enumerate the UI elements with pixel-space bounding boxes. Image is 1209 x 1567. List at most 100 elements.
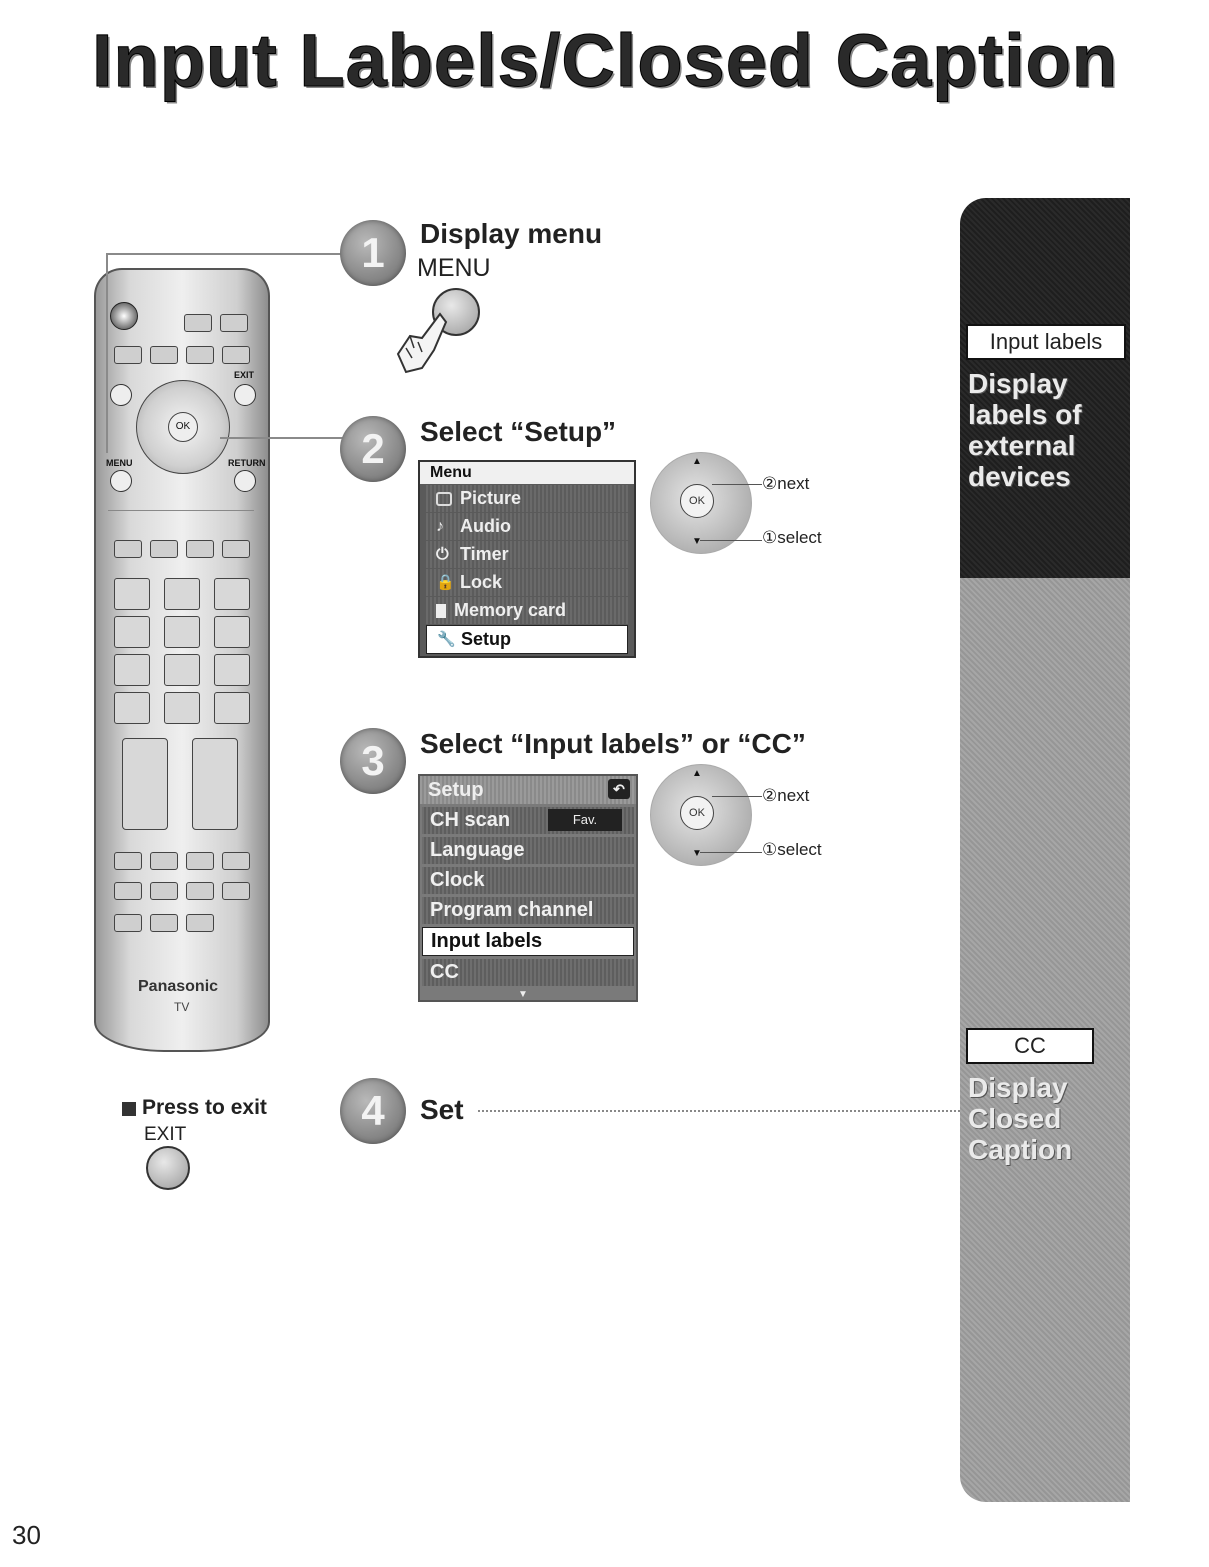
sidebar-cc-desc-1: Display bbox=[968, 1072, 1068, 1103]
setup-item-label: CH scan bbox=[430, 809, 511, 831]
remote-function-button bbox=[186, 852, 214, 870]
setup-wrench-icon: 🔧 bbox=[437, 630, 456, 648]
remote-function-button bbox=[114, 914, 142, 932]
remote-function-button bbox=[150, 852, 178, 870]
remote-input-button bbox=[150, 346, 178, 364]
sidebar-cc-panel: CC Display Closed Caption bbox=[960, 578, 1130, 1502]
remote-number-key bbox=[214, 692, 250, 724]
menu-item-label: Timer bbox=[460, 544, 509, 564]
exit-button-illustration bbox=[146, 1146, 190, 1190]
remote-exit-button bbox=[234, 384, 256, 406]
menu-item-setup: 🔧 Setup bbox=[426, 625, 628, 654]
sidebar-cc-tag: CC bbox=[966, 1028, 1094, 1064]
remote-color-button bbox=[222, 540, 250, 558]
sidebar-input-labels-panel: Input labels Display labels of external … bbox=[960, 198, 1130, 578]
lock-icon: 🔒 bbox=[436, 573, 455, 591]
remote-channel-rocker bbox=[192, 738, 238, 830]
memory-card-icon bbox=[436, 603, 446, 618]
remote-number-key bbox=[114, 692, 150, 724]
sidebar-cc-desc-3: Caption bbox=[968, 1134, 1073, 1165]
remote-number-key bbox=[214, 616, 250, 648]
step-4-heading: Set bbox=[420, 1094, 464, 1125]
step-1-menu-label: MENU bbox=[417, 254, 491, 282]
ok-select-label: ①select bbox=[762, 528, 822, 547]
ok-wheel-step-3: OK ▲ ▼ bbox=[650, 764, 752, 866]
remote-ok-button: OK bbox=[168, 412, 198, 442]
menu-item-label: Setup bbox=[461, 629, 512, 649]
step-4-leader-line bbox=[478, 1110, 960, 1112]
step-1-number: 1 bbox=[340, 220, 406, 286]
step-3-heading: Select “Input labels” or “CC” bbox=[420, 728, 806, 759]
fav-badge: Fav. bbox=[548, 809, 622, 831]
menu-item-timer: ⏻ Timer bbox=[426, 541, 628, 568]
menu-item-label: Memory card bbox=[454, 600, 567, 620]
sidebar-input-labels-tag: Input labels bbox=[966, 324, 1126, 360]
leader-line-menu bbox=[108, 253, 344, 255]
menu-item-label: Lock bbox=[460, 572, 503, 592]
remote-number-key bbox=[164, 692, 200, 724]
setup-item-clock: Clock bbox=[422, 867, 634, 894]
power-button bbox=[110, 302, 138, 330]
music-note-icon: ♪ bbox=[436, 517, 444, 535]
select-leader bbox=[700, 852, 762, 853]
setup-item-label: Clock bbox=[430, 869, 485, 891]
ok-button-icon: OK bbox=[680, 796, 714, 830]
remote-return-button bbox=[234, 470, 256, 492]
menu-screen: Menu Picture ♪ Audio ⏻ Timer 🔒 Lock Memo… bbox=[418, 460, 636, 658]
next-leader bbox=[712, 796, 762, 797]
return-icon: ↶ bbox=[608, 779, 630, 799]
down-arrow-icon: ▼ bbox=[692, 536, 702, 547]
remote-color-button bbox=[150, 540, 178, 558]
remote-input-button bbox=[186, 346, 214, 364]
menu-item-memory-card: Memory card bbox=[426, 597, 628, 624]
setup-screen: Setup ↶ CH scan Fav. Language Clock Prog… bbox=[418, 774, 638, 1002]
remote-side-button bbox=[110, 384, 132, 406]
step-4-number: 4 bbox=[340, 1078, 406, 1144]
ok-button-icon: OK bbox=[680, 484, 714, 518]
remote-return-label: RETURN bbox=[228, 458, 266, 468]
remote-input-button bbox=[114, 346, 142, 364]
remote-top-button bbox=[220, 314, 248, 332]
leader-line-menu-vertical bbox=[106, 253, 108, 453]
ok-next-label: ②next bbox=[762, 786, 810, 805]
next-leader bbox=[712, 484, 762, 485]
sidebar-input-labels-desc-1: Display bbox=[968, 368, 1068, 399]
remote-color-button bbox=[186, 540, 214, 558]
setup-screen-title-text: Setup bbox=[428, 779, 484, 801]
menu-item-lock: 🔒 Lock bbox=[426, 569, 628, 596]
remote-function-button bbox=[150, 914, 178, 932]
remote-number-key bbox=[164, 578, 200, 610]
remote-number-key bbox=[214, 578, 250, 610]
remote-color-button bbox=[114, 540, 142, 558]
remote-number-key bbox=[214, 654, 250, 686]
pressing-finger-icon bbox=[392, 308, 452, 378]
step-2-heading: Select “Setup” bbox=[420, 416, 617, 447]
exit-note-button-label: EXIT bbox=[144, 1124, 187, 1145]
setup-item-language: Language bbox=[422, 837, 634, 864]
ok-select-label: ①select bbox=[762, 840, 822, 859]
sidebar-cc-desc-2: Closed bbox=[968, 1103, 1062, 1134]
menu-item-audio: ♪ Audio bbox=[426, 513, 628, 540]
setup-item-label: CC bbox=[430, 961, 459, 983]
menu-item-label: Picture bbox=[460, 488, 522, 508]
setup-item-program-channel: Program channel bbox=[422, 897, 634, 924]
menu-screen-title: Menu bbox=[420, 462, 634, 484]
remote-function-button bbox=[222, 852, 250, 870]
remote-volume-rocker bbox=[122, 738, 168, 830]
step-2-number: 2 bbox=[340, 416, 406, 482]
sidebar-input-labels-desc-4: devices bbox=[968, 461, 1071, 492]
remote-brand-logo: Panasonic bbox=[138, 978, 219, 995]
step-1-heading: Display menu bbox=[420, 218, 603, 249]
step-3-number: 3 bbox=[340, 728, 406, 794]
page-number: 30 bbox=[12, 1520, 41, 1550]
remote-function-button bbox=[150, 882, 178, 900]
remote-number-key bbox=[114, 578, 150, 610]
exit-note-bullet bbox=[122, 1102, 136, 1116]
remote-number-key bbox=[164, 654, 200, 686]
remote-number-key bbox=[164, 616, 200, 648]
setup-item-ch-scan: CH scan Fav. bbox=[422, 807, 634, 834]
remote-function-button bbox=[222, 882, 250, 900]
sidebar-input-labels-desc-3: external bbox=[968, 430, 1076, 461]
remote-menu-label: MENU bbox=[106, 458, 133, 468]
remote-function-button bbox=[114, 852, 142, 870]
